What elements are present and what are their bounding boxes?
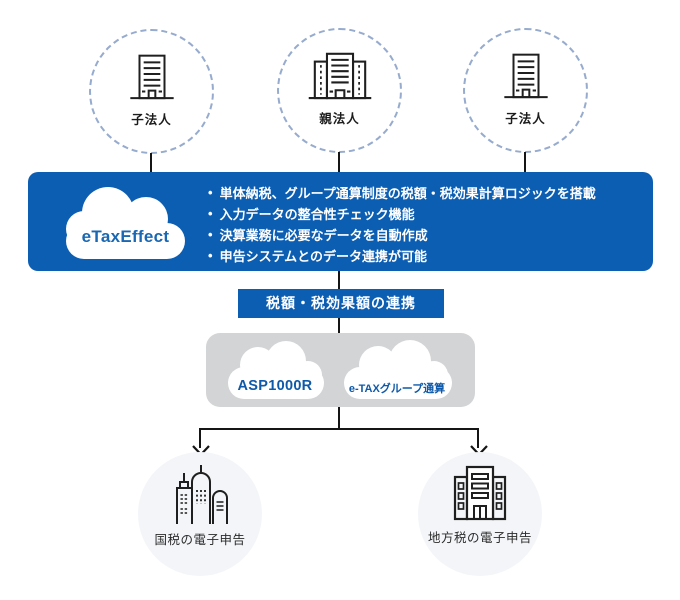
- feature-item: 入力データの整合性チェック機能: [208, 203, 596, 224]
- government-building-icon: [448, 464, 512, 522]
- link-label-box: 税額・税効果額の連携: [238, 289, 444, 318]
- connector-line: [199, 428, 479, 430]
- feature-item: 決算業務に必要なデータを自動作成: [208, 224, 596, 245]
- node-label: 国税の電子申告: [154, 533, 246, 547]
- product-banner: eTaxEffect 単体納税、グループ通算制度の税額・税効果計算ロジックを搭載…: [28, 172, 653, 271]
- node-label: 子法人: [131, 113, 172, 127]
- cloud-icon: ASP1000R: [220, 339, 330, 401]
- feature-item: 申告システムとのデータ連携が可能: [208, 245, 596, 266]
- node-national-tax-efiling: 国税の電子申告: [138, 452, 262, 576]
- node-parent-company: 親法人: [277, 28, 402, 153]
- connector-line: [477, 428, 479, 448]
- connector-line: [338, 271, 340, 290]
- feature-item: 単体納税、グループ通算制度の税額・税効果計算ロジックを搭載: [208, 182, 596, 203]
- connector-line: [338, 152, 340, 173]
- node-local-tax-efiling: 地方税の電子申告: [418, 452, 542, 576]
- system-name: ASP1000R: [237, 378, 313, 394]
- node-label: 親法人: [319, 112, 360, 126]
- connector-line: [524, 152, 526, 173]
- cloud-icon: eTaxEffect: [58, 181, 193, 261]
- node-label: 子法人: [505, 112, 546, 126]
- node-subsidiary-left: 子法人: [89, 29, 214, 154]
- cloud-icon: e-TAXグループ通算: [336, 339, 458, 401]
- system-name: e-TAXグループ通算: [348, 383, 446, 395]
- office-building-icon: [501, 48, 551, 103]
- node-subsidiary-right: 子法人: [463, 28, 588, 153]
- connector-line: [338, 318, 340, 334]
- connector-line: [150, 153, 152, 173]
- node-label: 地方税の電子申告: [427, 531, 532, 545]
- connector-line: [199, 428, 201, 448]
- headquarters-building-icon: [307, 48, 373, 103]
- product-name: eTaxEffect: [81, 227, 170, 246]
- city-skyline-icon: [168, 464, 232, 524]
- feature-list: 単体納税、グループ通算制度の税額・税効果計算ロジックを搭載 入力データの整合性チ…: [208, 182, 596, 266]
- filing-systems-panel: ASP1000R e-TAXグループ通算: [206, 333, 475, 407]
- office-building-icon: [127, 49, 177, 104]
- connector-line: [338, 407, 340, 430]
